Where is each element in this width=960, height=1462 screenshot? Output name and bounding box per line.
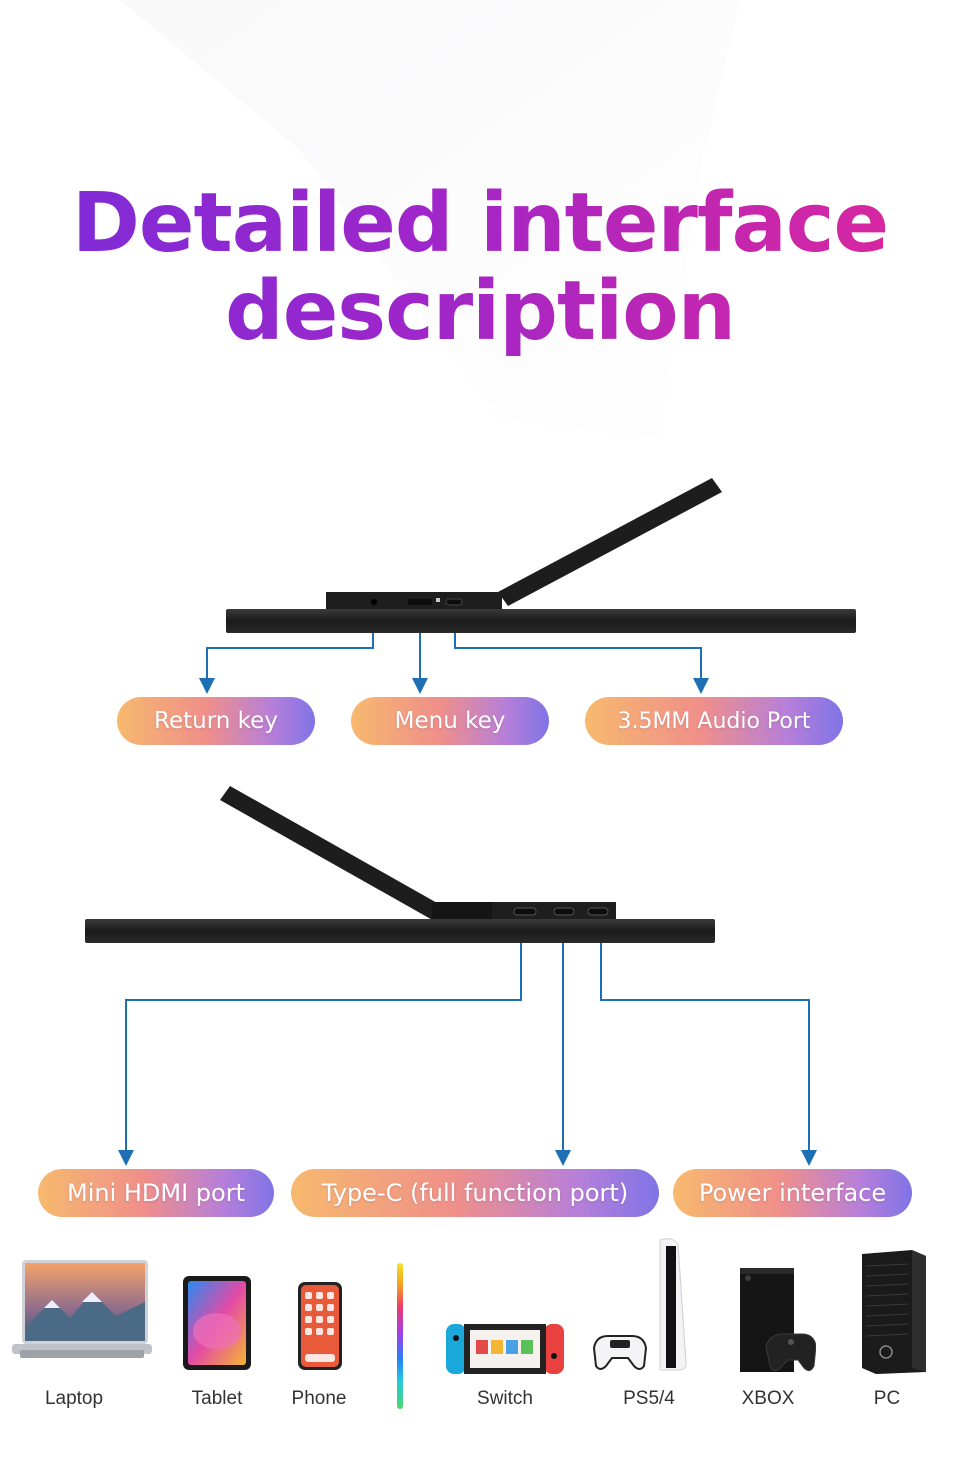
xbox-icon — [740, 1268, 816, 1372]
laptop-icon — [12, 1260, 152, 1358]
menu-key-label: Menu key — [351, 697, 549, 745]
mini-hdmi-port — [513, 907, 537, 916]
pc-tower-icon — [862, 1250, 926, 1374]
kickstand-bottom — [220, 786, 446, 922]
leader-lines-bottom — [118, 943, 817, 1166]
switch-label: Switch — [477, 1388, 533, 1409]
ps-label: PS5/4 — [623, 1388, 675, 1409]
monitor-side-view-bottom — [85, 786, 817, 1166]
kickstand-top — [498, 478, 722, 606]
type-c-port — [553, 907, 575, 916]
ps5-icon — [592, 1238, 687, 1371]
tablet-label: Tablet — [191, 1388, 243, 1409]
page-title-line-1: Detailed interface — [0, 180, 960, 268]
background-decor — [120, 0, 740, 440]
phone-icon — [298, 1282, 342, 1370]
page-title-line-2: description — [0, 268, 960, 356]
xbox-label: XBOX — [741, 1388, 795, 1409]
monitor-panel-top — [226, 609, 856, 633]
laptop-label: Laptop — [44, 1388, 104, 1409]
menu-rocker — [408, 599, 432, 605]
return-key-label: Return key — [117, 697, 315, 745]
switch-icon — [446, 1324, 564, 1374]
type-c-port-label: Type-C (full function port) — [291, 1169, 659, 1217]
leader-lines-top — [199, 633, 709, 694]
monitor-side-view-top — [199, 478, 856, 694]
monitor-panel-bottom — [85, 919, 715, 943]
audio-jack — [371, 599, 377, 605]
indicator-led — [436, 598, 440, 602]
divider-rainbow — [397, 1263, 403, 1409]
power-port — [587, 907, 609, 916]
mini-hdmi-port-label: Mini HDMI port — [38, 1169, 274, 1217]
phone-label: Phone — [291, 1388, 347, 1409]
return-button — [445, 598, 463, 606]
audio-port-label: 3.5MM Audio Port — [585, 697, 843, 745]
power-interface-label: Power interface — [673, 1169, 912, 1217]
tablet-icon — [183, 1276, 251, 1370]
pc-label: PC — [873, 1388, 901, 1409]
